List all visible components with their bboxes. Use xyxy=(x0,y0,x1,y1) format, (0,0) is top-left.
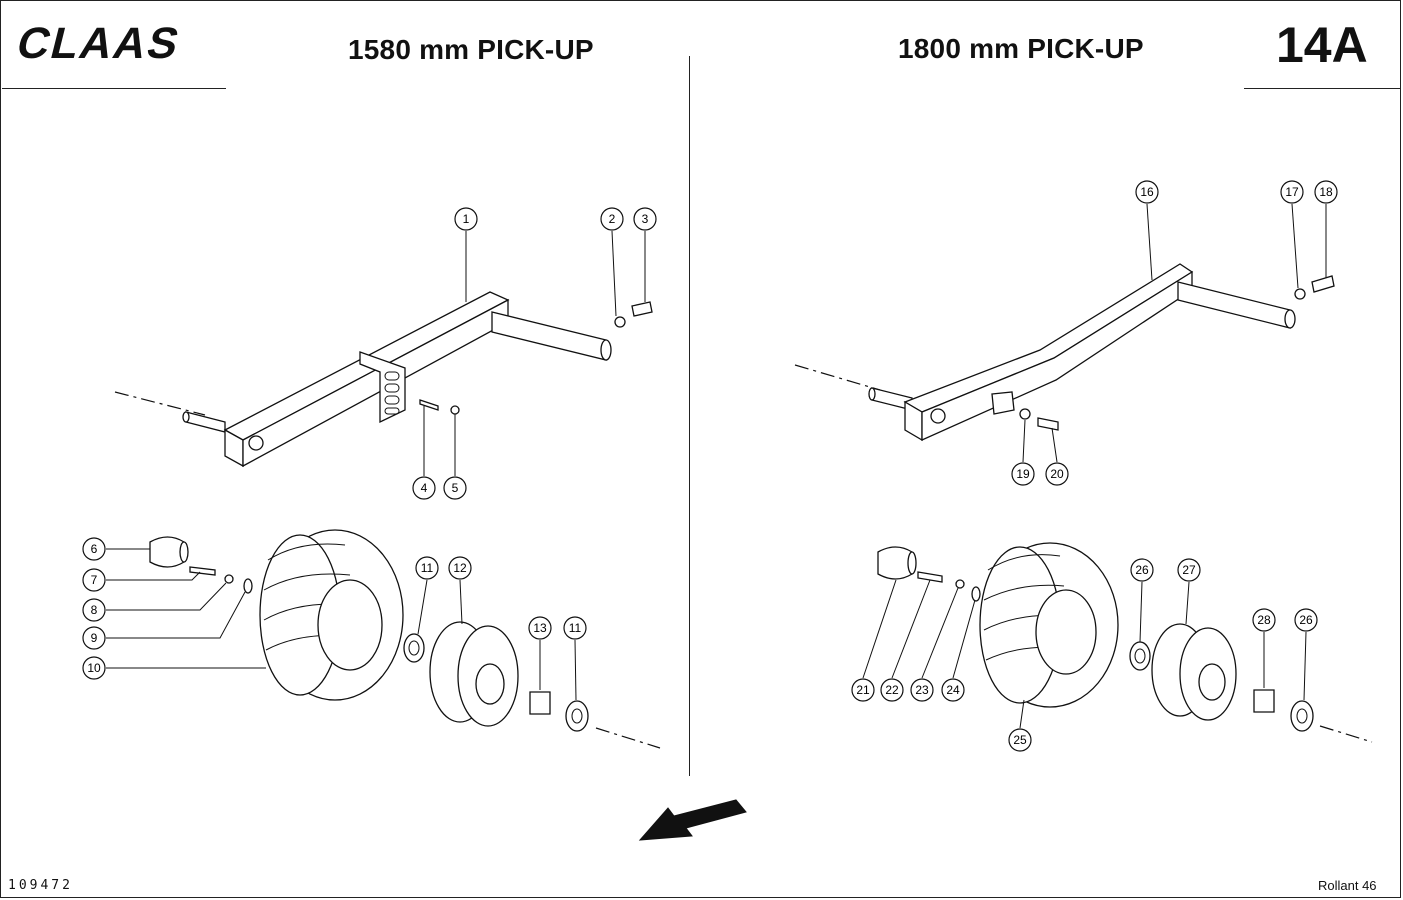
header-rule-left xyxy=(2,88,226,89)
right-axle-assembly xyxy=(794,263,1335,442)
callouts-left: 1 2 3 4 5 6 7 8 9 10 11 12 13 11 xyxy=(82,207,657,701)
svg-text:16: 16 xyxy=(1140,185,1154,199)
svg-text:19: 19 xyxy=(1016,467,1030,481)
callout-1: 1 xyxy=(454,207,478,231)
svg-text:5: 5 xyxy=(452,481,459,495)
callouts-right: 16 17 18 19 20 21 22 23 24 25 26 27 28 2… xyxy=(851,180,1338,752)
svg-text:11: 11 xyxy=(421,561,434,575)
svg-text:7: 7 xyxy=(91,573,98,587)
svg-text:26: 26 xyxy=(1135,563,1149,577)
callout-3: 3 xyxy=(633,207,657,231)
callout-16: 16 xyxy=(1135,180,1159,204)
svg-text:CLAAS: CLAAS xyxy=(12,20,186,66)
svg-text:25: 25 xyxy=(1013,733,1027,747)
svg-text:9: 9 xyxy=(91,631,98,645)
callout-8: 8 xyxy=(82,598,106,622)
svg-text:13: 13 xyxy=(533,621,547,635)
travel-direction-arrow xyxy=(638,799,747,841)
callout-24: 24 xyxy=(941,678,965,702)
claas-logo: CLAAS xyxy=(12,20,186,66)
callout-21: 21 xyxy=(851,678,875,702)
svg-text:4: 4 xyxy=(421,481,428,495)
callout-25: 25 xyxy=(1008,728,1032,752)
right-wheel-assembly xyxy=(877,542,1373,743)
svg-text:2: 2 xyxy=(609,212,616,226)
svg-text:20: 20 xyxy=(1050,467,1064,481)
callout-17: 17 xyxy=(1280,180,1304,204)
model-label: Rollant 46 xyxy=(1318,878,1377,893)
svg-text:26: 26 xyxy=(1299,613,1313,627)
callout-22: 22 xyxy=(880,678,904,702)
svg-text:23: 23 xyxy=(915,683,929,697)
svg-text:24: 24 xyxy=(946,683,960,697)
svg-text:11: 11 xyxy=(569,621,582,635)
drawing-number: 109472 xyxy=(8,878,73,893)
callout-18: 18 xyxy=(1314,180,1338,204)
callout-27: 27 xyxy=(1177,558,1201,582)
svg-text:17: 17 xyxy=(1285,185,1299,199)
callout-20: 20 xyxy=(1045,462,1069,486)
svg-text:12: 12 xyxy=(453,561,467,575)
callout-23: 23 xyxy=(910,678,934,702)
callout-19: 19 xyxy=(1011,462,1035,486)
callout-9: 9 xyxy=(82,626,106,650)
callout-4: 4 xyxy=(412,476,436,500)
callout-7: 7 xyxy=(82,568,106,592)
left-wheel-assembly xyxy=(149,529,661,749)
page-number: 14A xyxy=(1276,17,1368,73)
svg-text:28: 28 xyxy=(1257,613,1271,627)
svg-text:8: 8 xyxy=(91,603,98,617)
svg-text:18: 18 xyxy=(1319,185,1333,199)
title-1800-pickup: 1800 mm PICK-UP xyxy=(898,33,1144,64)
callout-28: 28 xyxy=(1252,608,1276,632)
callout-26b: 26 xyxy=(1294,608,1318,632)
svg-text:10: 10 xyxy=(87,661,101,675)
left-axle-assembly xyxy=(114,291,653,468)
callout-5: 5 xyxy=(443,476,467,500)
svg-text:3: 3 xyxy=(642,212,649,226)
callout-6: 6 xyxy=(82,537,106,561)
svg-text:27: 27 xyxy=(1182,563,1196,577)
callout-2: 2 xyxy=(600,207,624,231)
svg-text:6: 6 xyxy=(91,542,98,556)
callout-26a: 26 xyxy=(1130,558,1154,582)
header-rule-right xyxy=(1244,88,1401,89)
callout-11a: 11 xyxy=(415,556,439,580)
callout-11b: 11 xyxy=(563,616,587,640)
callout-13: 13 xyxy=(528,616,552,640)
title-1580-pickup: 1580 mm PICK-UP xyxy=(348,34,594,65)
svg-text:22: 22 xyxy=(885,683,899,697)
callout-10: 10 xyxy=(82,656,106,680)
callout-12: 12 xyxy=(448,556,472,580)
svg-text:1: 1 xyxy=(463,212,470,226)
svg-text:21: 21 xyxy=(856,683,870,697)
center-divider xyxy=(689,56,690,776)
